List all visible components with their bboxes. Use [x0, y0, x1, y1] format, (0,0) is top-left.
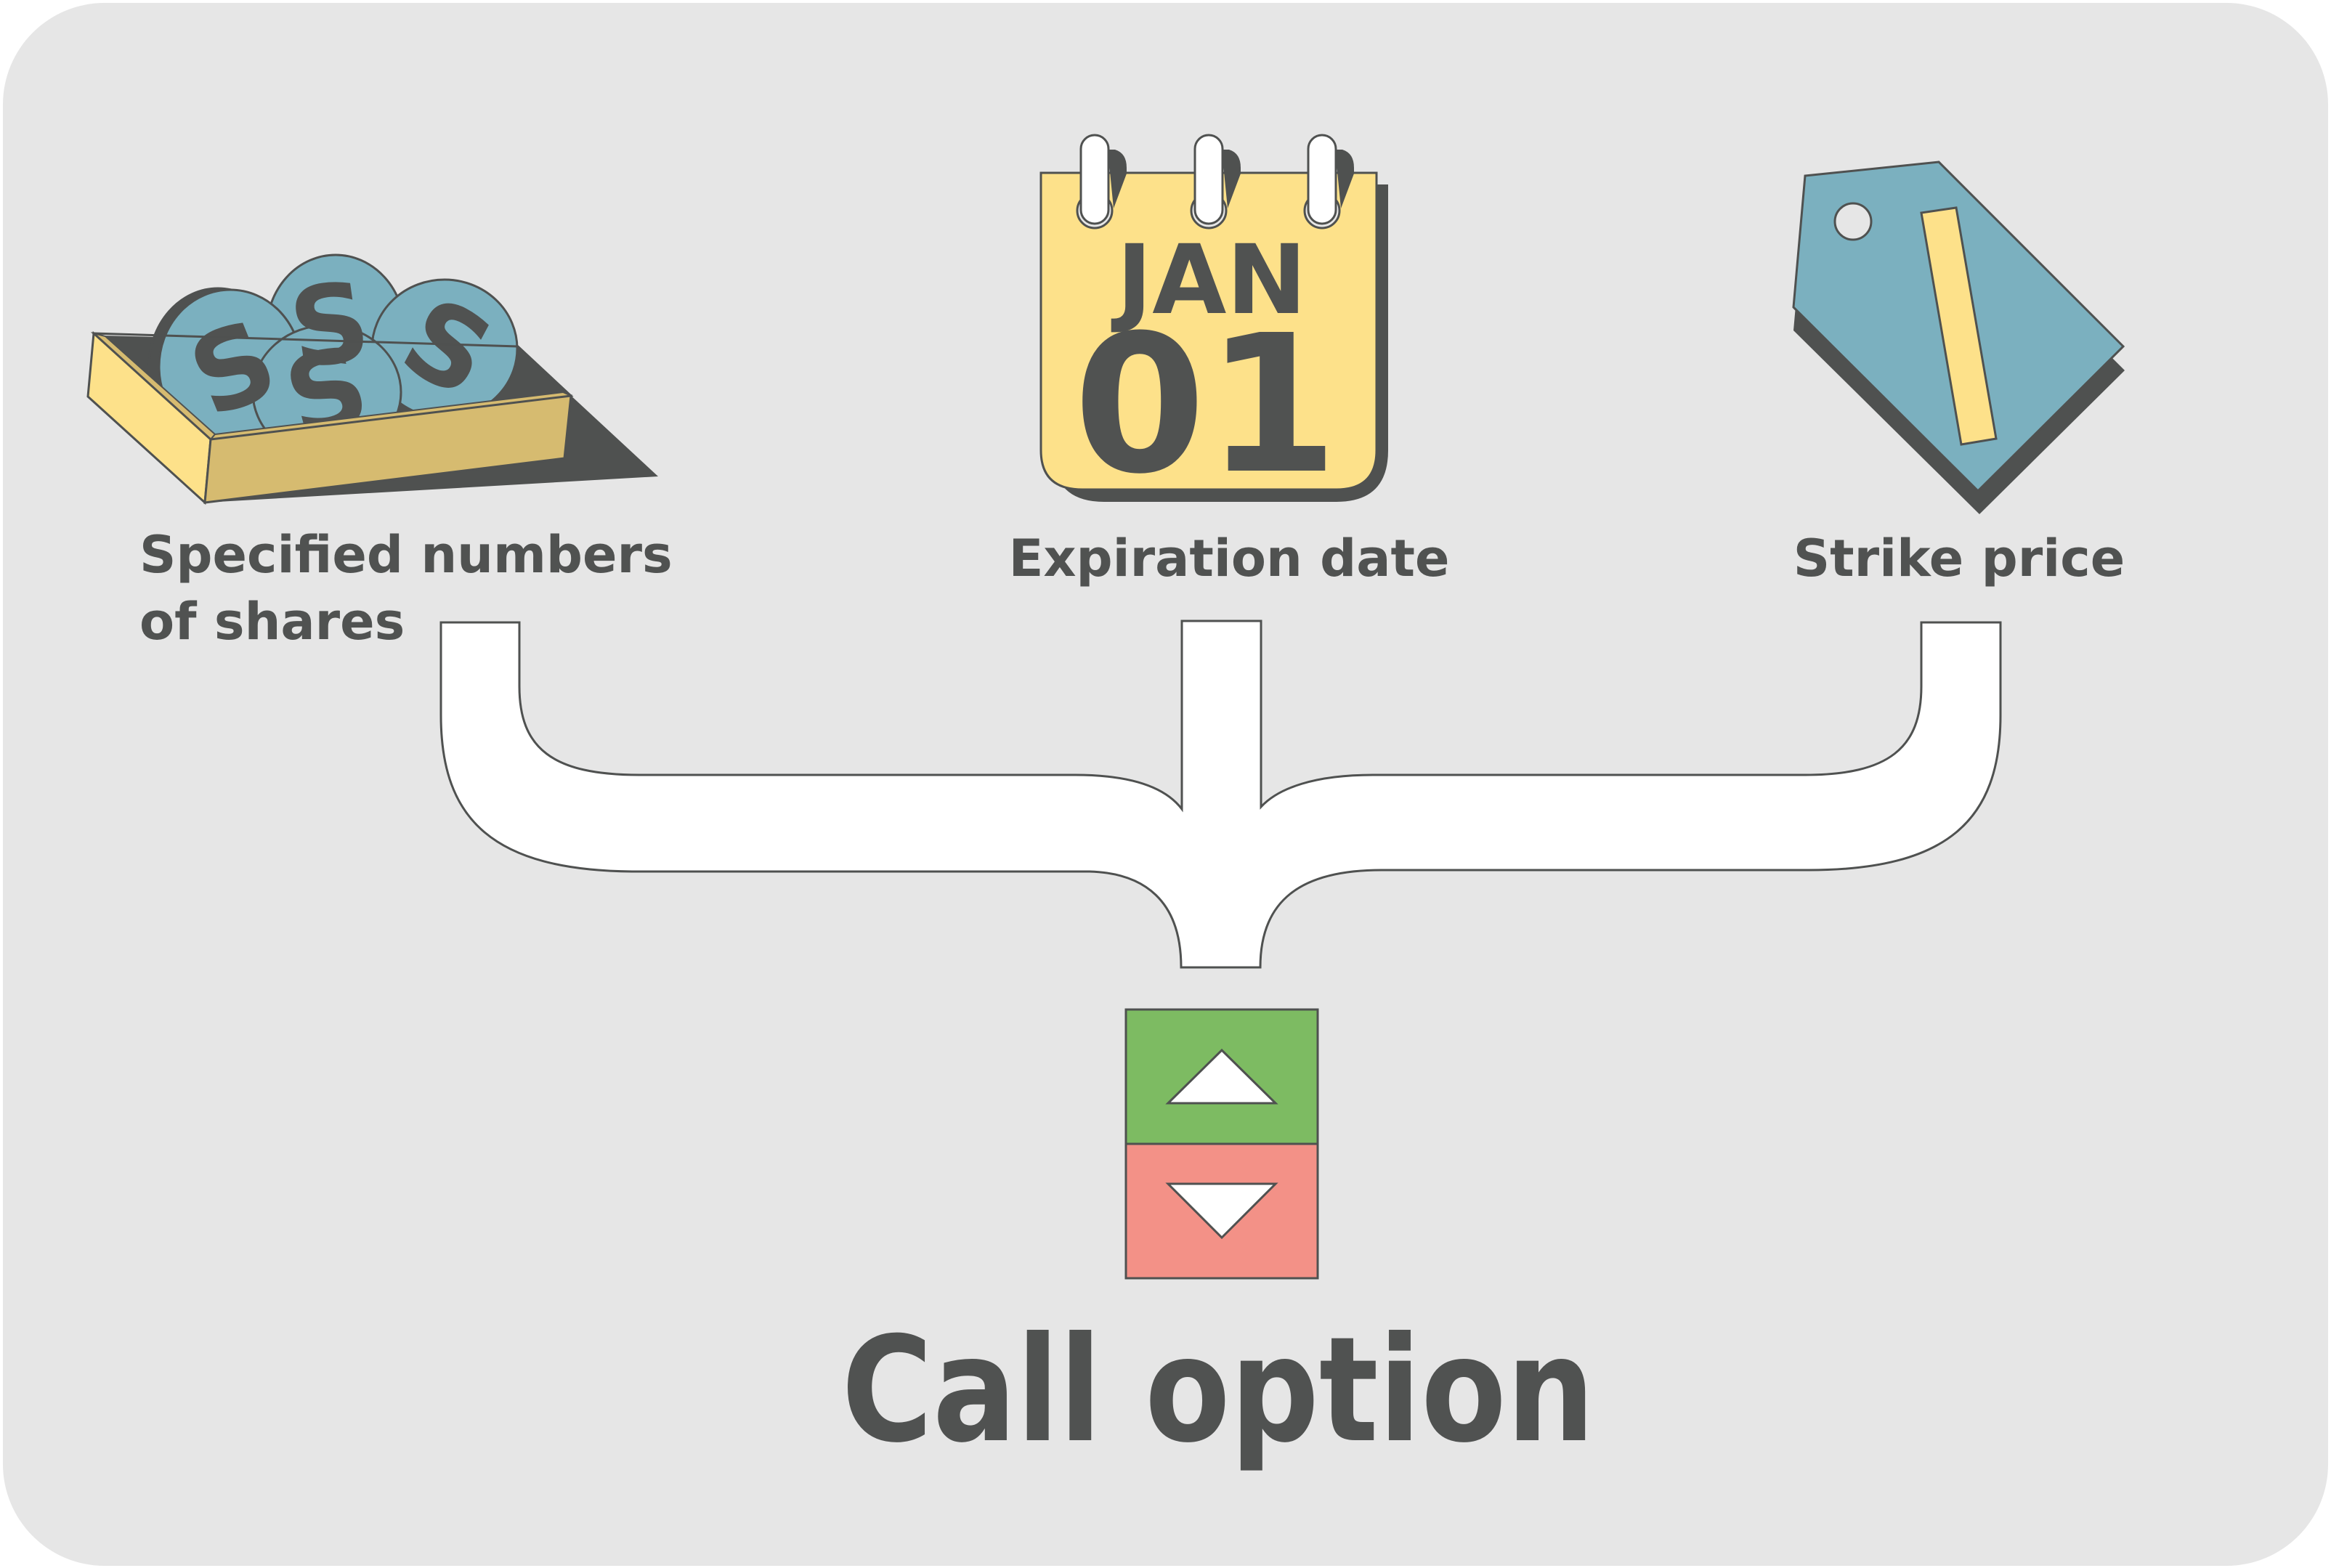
svg-text:S: S — [283, 258, 378, 394]
diagram-title: Call option — [842, 1306, 1595, 1475]
coins-in-box-icon: S S S S — [86, 253, 658, 505]
price-tag-icon — [1792, 161, 2125, 514]
strike-price-label: Strike price — [1793, 529, 2125, 588]
down-arrow-icon — [1165, 1182, 1278, 1240]
expiration-label: Expiration date — [1009, 529, 1450, 588]
calendar-icon: JAN 01 — [1039, 134, 1388, 516]
up-arrow-icon — [1165, 1048, 1278, 1105]
shares-label: Specified numbers — [139, 525, 673, 585]
calendar-month: JAN — [1111, 224, 1307, 336]
background-panel — [3, 3, 2328, 1566]
price-direction-indicator — [1124, 1008, 1319, 1280]
calendar-day: 01 — [1074, 294, 1339, 516]
shares-label-line2: of shares — [139, 592, 405, 651]
brace-connector — [439, 620, 2002, 969]
